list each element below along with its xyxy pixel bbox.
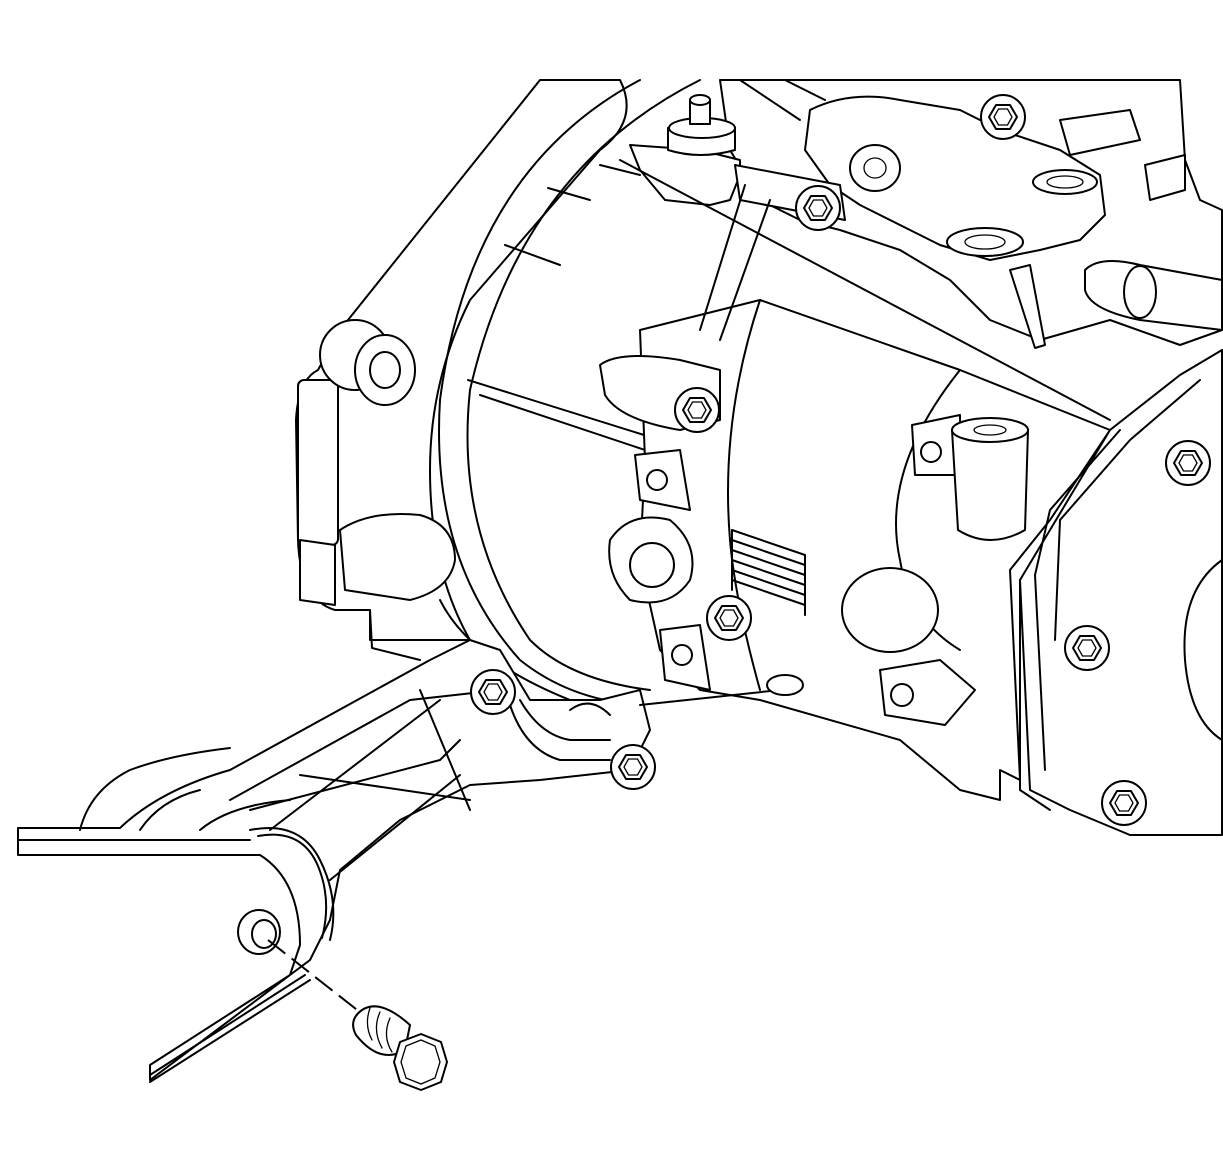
transmission-case (599, 299, 1111, 801)
bolt-3 (674, 387, 720, 433)
bolt-6 (1064, 625, 1110, 671)
bolt-7 (470, 669, 516, 715)
bolt-9 (1101, 780, 1147, 826)
vent-slots (731, 529, 806, 616)
top-cover (619, 79, 1223, 421)
mount-bolt-removed (267, 939, 448, 1091)
bell-housing (295, 79, 701, 706)
bolt-2 (795, 185, 841, 231)
crossmember (17, 609, 804, 1083)
bolt-4 (1165, 440, 1211, 486)
bolt-1 (980, 94, 1026, 140)
bolt-5 (706, 595, 752, 641)
bolt-8 (610, 744, 656, 790)
